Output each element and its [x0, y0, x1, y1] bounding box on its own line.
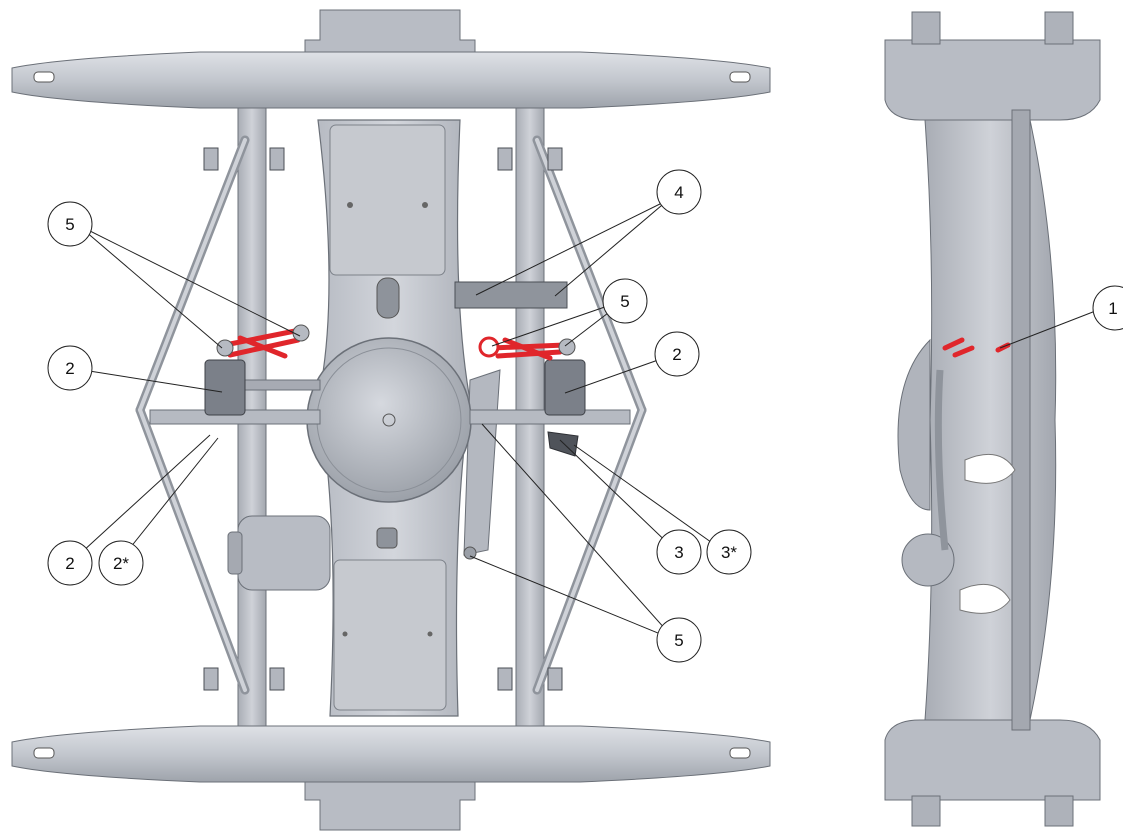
callout-2-bottom: 2: [47, 540, 93, 586]
bottom-center-block: [304, 781, 476, 831]
leader-lines: [69, 199, 1099, 641]
callout-3-label: 3: [674, 543, 683, 562]
side-frame-body: [924, 119, 1057, 721]
brake-lever: [463, 369, 501, 556]
bottom-beam-slot-left: [33, 747, 55, 759]
callout-5-left: 5: [47, 201, 93, 247]
callout-1: 1: [1092, 285, 1123, 331]
top-center-block: [304, 9, 476, 56]
center-pivot-disc: [306, 337, 472, 503]
left-upper-shaft: [239, 379, 321, 391]
brake-lever-pin: [463, 546, 477, 560]
callout-4-label: 4: [674, 183, 683, 202]
side-vertical-post: [1011, 109, 1031, 731]
top-beam-slot-left: [33, 71, 55, 83]
side-cut-out-2: [959, 583, 1011, 614]
callout-5-right-label: 5: [620, 292, 629, 311]
frame-brackets: [203, 147, 563, 691]
support-bracket: [454, 281, 568, 309]
side-left-wheel-profile: [897, 338, 931, 511]
callout-3: 3: [656, 529, 702, 575]
callout-5-right: 5: [602, 278, 648, 324]
bolster-hole-4: [427, 631, 433, 637]
callout-2-right-label: 2: [672, 345, 681, 364]
top-beam-slot-right: [729, 71, 751, 83]
bottom-end-beam: [11, 725, 771, 783]
callout-2-left-label: 2: [65, 359, 74, 378]
side-bottom-lug-left: [911, 795, 941, 827]
side-brake-disc: [901, 533, 955, 587]
right-lever-block: [544, 359, 586, 416]
side-brake-rod: [934, 369, 949, 551]
callout-2-left: 2: [47, 345, 93, 391]
callout-2-star: 2*: [98, 540, 144, 586]
right-bracing-highlight: [535, 138, 644, 692]
side-bottom-casting: [884, 719, 1101, 801]
callout-2-right: 2: [654, 331, 700, 377]
bolster-lower-slot: [376, 527, 398, 549]
bolster-upper-slot: [376, 277, 400, 319]
plan-view: [11, 9, 771, 831]
red-link-right-pin: [558, 338, 576, 356]
side-bottom-lug-right: [1044, 795, 1074, 827]
side-view: [884, 11, 1101, 827]
bottom-beam-slot-right: [729, 747, 751, 759]
red-link-left-pin-a: [216, 339, 234, 357]
red-link-right-ring: [478, 336, 500, 358]
red-link-left: [222, 327, 303, 359]
brake-cylinder: [237, 515, 331, 591]
red-link-left-pin-b: [292, 324, 310, 342]
callout-3-star-label: 3*: [721, 543, 737, 562]
side-cut-out-1: [964, 453, 1016, 484]
callout-4: 4: [656, 169, 702, 215]
left-lever-block: [204, 359, 246, 416]
bolster-hole-1: [347, 202, 353, 208]
bolster-hole-2: [422, 202, 428, 208]
side-top-lug-left: [911, 11, 941, 45]
callout-3-star: 3*: [706, 529, 752, 575]
bolster-bottom-plate: [333, 559, 447, 711]
callout-5-bottom-label: 5: [674, 631, 683, 650]
red-link-right: [489, 337, 568, 361]
callout-5-left-label: 5: [65, 215, 74, 234]
left-bracing-highlight: [138, 138, 247, 692]
bolster-hole-3: [342, 631, 348, 637]
callout-1-label: 1: [1108, 299, 1117, 318]
callout-2-bottom-label: 2: [65, 554, 74, 573]
bolster-top-plate: [329, 124, 446, 276]
callout-5-bottom: 5: [656, 617, 702, 663]
center-pivot-hub: [382, 413, 396, 427]
side-top-lug-right: [1044, 11, 1074, 45]
side-top-casting: [884, 39, 1101, 121]
top-end-beam: [11, 51, 771, 109]
brake-cylinder-cap: [227, 531, 243, 575]
callout-2-star-label: 2*: [113, 554, 129, 573]
